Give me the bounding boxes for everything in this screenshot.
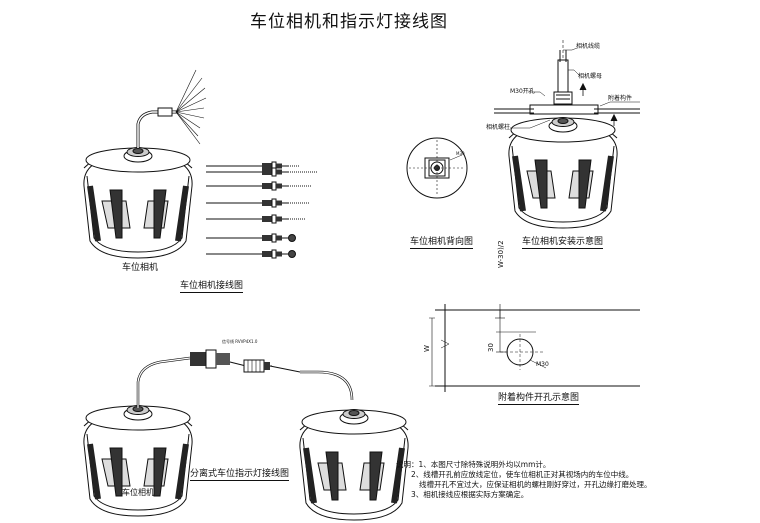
label-m30-hole: M30开孔 xyxy=(510,88,535,95)
camera-label-bottom: 车位相机 xyxy=(122,488,154,497)
camera-cable xyxy=(136,110,178,148)
note-line: 3、相机接线应根据实际方案确定。 xyxy=(411,490,529,499)
notes-block: 说明：1、本图尺寸除特殊说明外均以mm计。 2、线槽开孔前应放线定位，使车位相机… xyxy=(396,460,652,500)
hole-caption: 附着构件开孔示意图 xyxy=(498,393,580,405)
hole-diagram xyxy=(429,304,640,392)
note-line: 说明：1、本图尺寸除特殊说明外均以mm计。 xyxy=(396,460,551,469)
note-line: 线槽开孔不宜过大，应保证相机的螺柱刚好穿过，开孔边缘打磨处理。 xyxy=(419,480,652,489)
label-attach-member: 附着构件 xyxy=(608,95,633,102)
connector-rows xyxy=(206,161,318,259)
cable-fan-wires xyxy=(175,69,207,145)
label-hole-m30: M30 xyxy=(536,361,549,368)
inline-connector xyxy=(190,349,301,373)
camera-bottom-left xyxy=(84,406,192,517)
note-line: 2、线槽开孔前应放线定位，使车位相机正对其视场内的车位中线。 xyxy=(411,470,634,479)
camera-install-view xyxy=(494,40,640,228)
label-back-m30: M30 xyxy=(456,151,465,156)
dim-30: 30 xyxy=(487,343,495,352)
dim-w: W xyxy=(423,345,431,352)
wiring-caption: 车位相机接线图 xyxy=(180,281,244,293)
dim-w-half: W-30)/2 xyxy=(497,240,505,268)
split-light-caption: 分离式车位指示灯接线图 xyxy=(190,469,290,481)
camera-back-view xyxy=(406,137,468,199)
indicator-light xyxy=(300,410,408,521)
label-camera-bolt: 相机螺柱 xyxy=(486,124,511,131)
install-caption: 车位相机安装示意图 xyxy=(522,237,604,249)
page-title: 车位相机和指示灯接线图 xyxy=(250,12,448,32)
label-signal-line: 信号线 RVVP4X1.0 xyxy=(222,339,258,344)
camera-top-left xyxy=(84,148,192,259)
camera-label-top: 车位相机 xyxy=(122,263,159,273)
back-view-caption: 车位相机背向图 xyxy=(410,237,474,249)
label-camera-cable: 相机线缆 xyxy=(576,43,601,50)
label-camera-nut: 相机螺母 xyxy=(578,73,603,80)
